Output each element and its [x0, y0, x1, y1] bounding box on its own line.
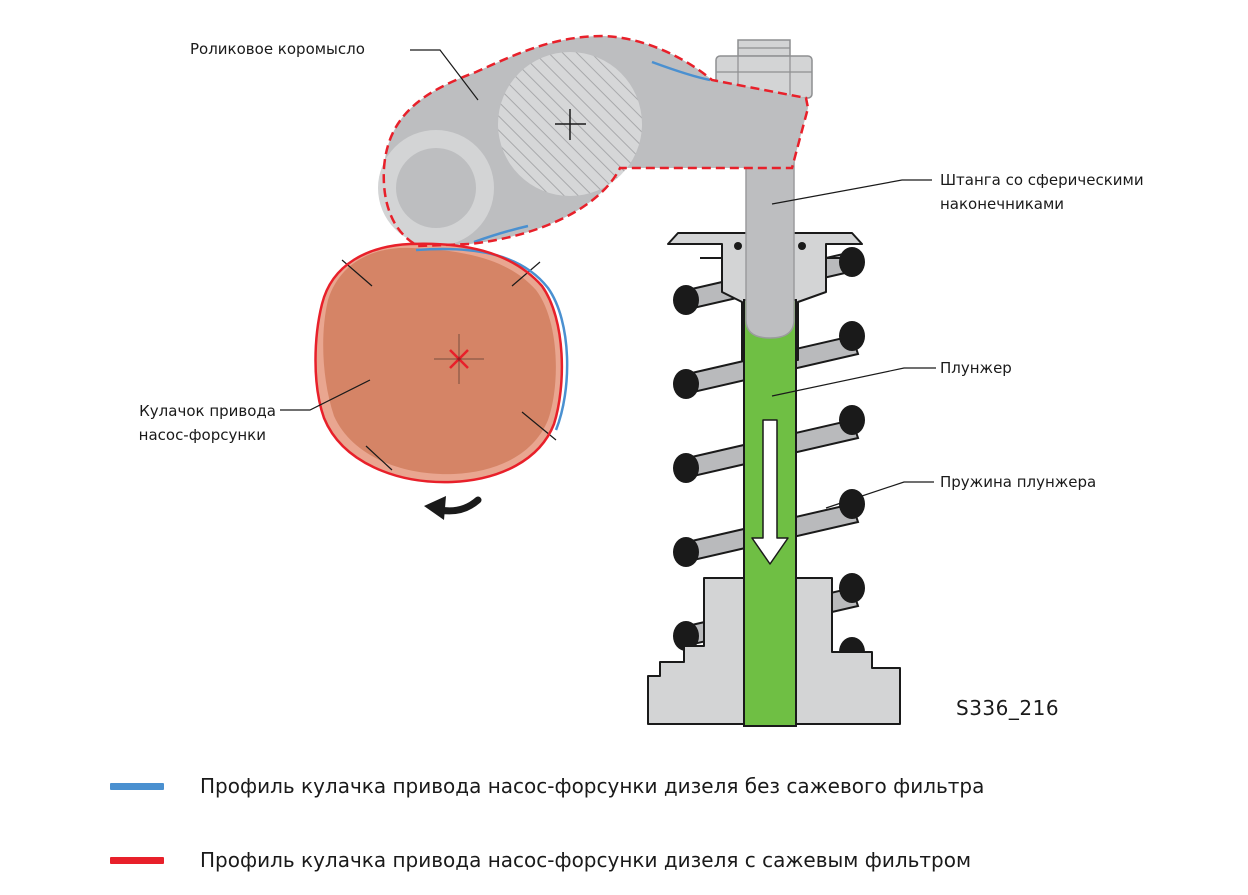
legend-text-without-filter: Профиль кулачка привода насос-форсунки д… [200, 774, 985, 798]
profile-without-filter [415, 60, 711, 431]
cam-lobe [315, 243, 562, 483]
leader-lines [280, 49, 936, 509]
cam-profile-with-filter [314, 242, 564, 484]
legend-item-with-filter: Профиль кулачка привода насос-форсунки д… [110, 840, 971, 880]
legend-item-without-filter: Профиль кулачка привода насос-форсунки д… [110, 766, 984, 806]
label-roller-rocker: Роликовое коромысло [190, 40, 365, 58]
figure-code: S336_216 [956, 696, 1060, 720]
label-cam-line1: Кулачок привода [139, 402, 276, 420]
label-cam-line2: насос-форсунки [138, 426, 266, 444]
legend-swatch-blue [110, 782, 164, 790]
curved-arrow-left-icon [424, 496, 482, 520]
label-push-rod-line1: Штанга со сферическими [940, 171, 1144, 189]
legend-text-with-filter: Профиль кулачка привода насос-форсунки д… [200, 848, 972, 872]
label-plunger: Плунжер [940, 359, 1012, 377]
label-plunger-spring: Пружина плунжера [940, 473, 1097, 491]
label-push-rod-line2: наконечниками [940, 195, 1065, 213]
legend-swatch-red [110, 856, 164, 864]
roller-rocker-arm [378, 36, 808, 246]
down-arrow-icon [751, 419, 789, 565]
